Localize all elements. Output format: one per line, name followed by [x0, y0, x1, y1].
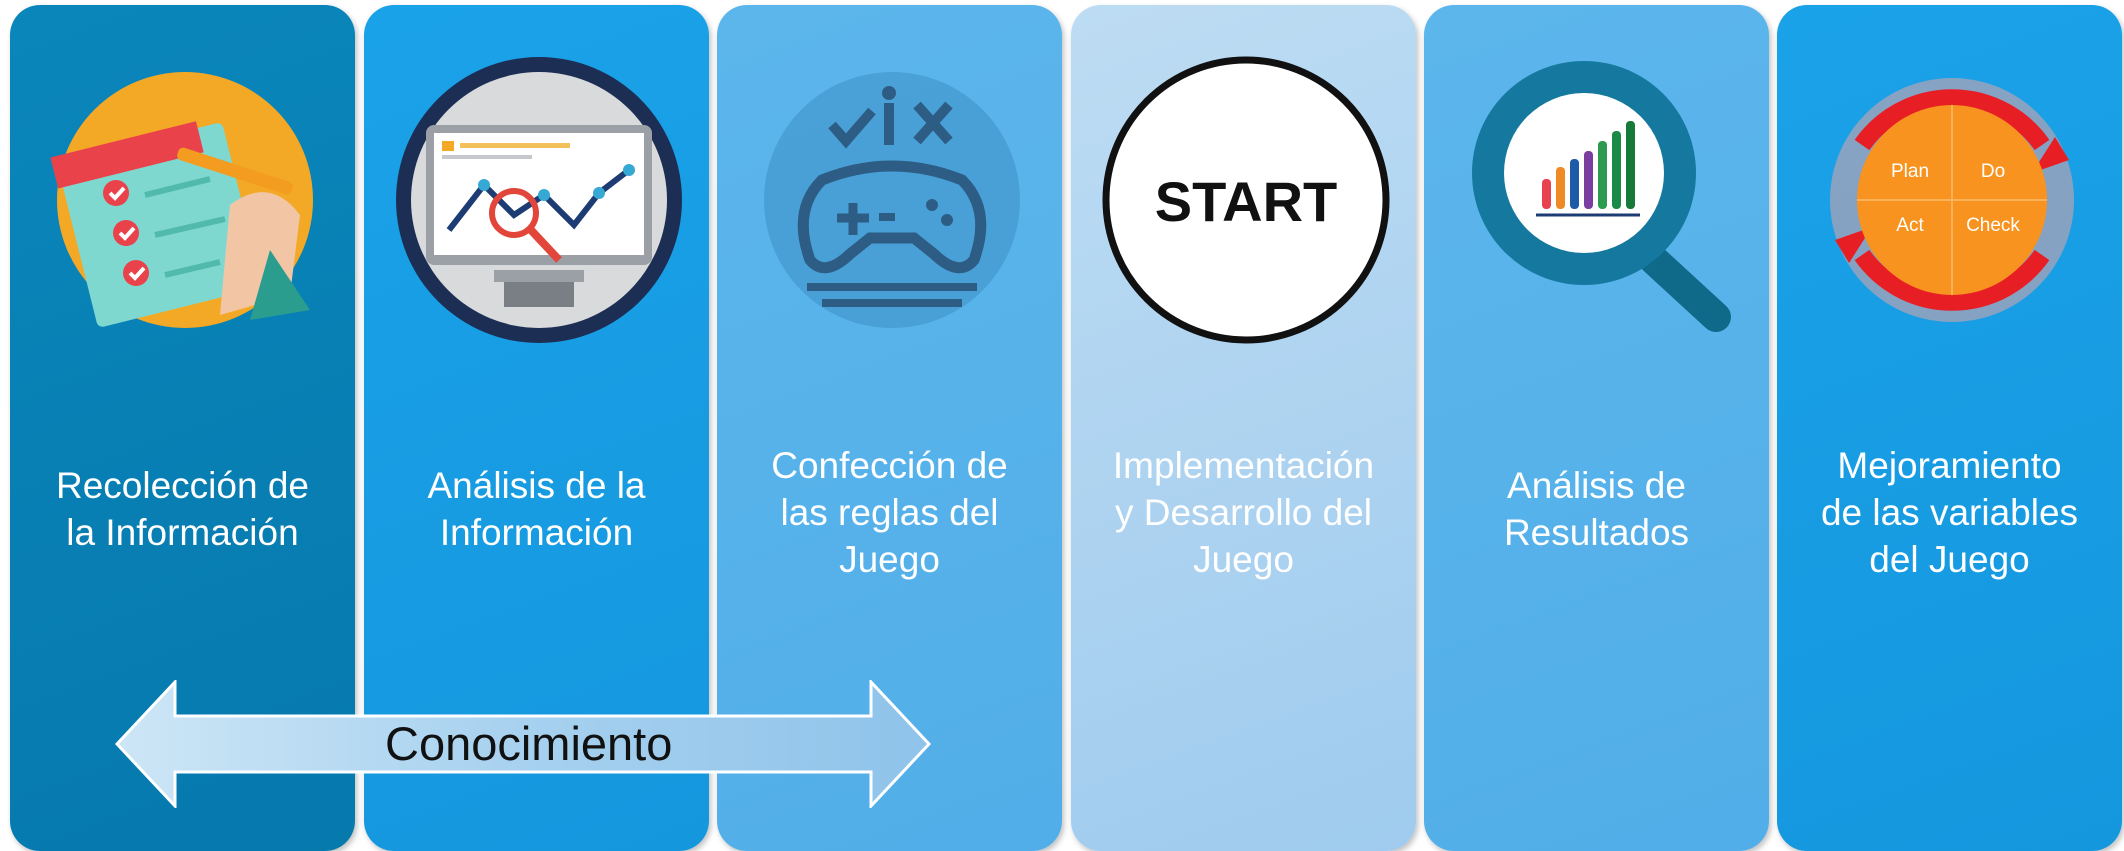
- step-label: Implementación y Desarrollo del Juego: [1112, 445, 1375, 580]
- step-panel-implementacion: START Implementación y Desarrollo del Ju…: [1071, 5, 1416, 851]
- analytics-monitor-icon: [394, 55, 684, 345]
- step-panel-analisis-resultados: Análisis de Resultados: [1424, 5, 1769, 851]
- knowledge-double-arrow: [115, 680, 931, 808]
- step-label: Recolección de la Información: [56, 465, 309, 553]
- pdca-plan: Plan: [1891, 161, 1929, 182]
- step-label: Confección de las reglas del Juego: [771, 445, 1008, 580]
- step-label: Mejoramiento de las variables del Juego: [1820, 445, 2079, 580]
- game-controller-icon: [747, 55, 1037, 345]
- magnifier-chart-icon: [1454, 55, 1744, 345]
- step-panel-recoleccion: Recolección de la Información: [10, 5, 355, 851]
- start-icon: START: [1101, 55, 1391, 345]
- step-label: Análisis de la Información: [427, 465, 646, 553]
- pdca-act: Act: [1896, 215, 1924, 236]
- pdca-do: Do: [1981, 161, 2005, 182]
- step-panel-mejoramiento: Plan Do Act Check Mejoramiento de las va…: [1777, 5, 2122, 851]
- step-label: Análisis de Resultados: [1503, 465, 1690, 553]
- checklist-icon: [40, 55, 330, 345]
- step-panel-analisis-informacion: Análisis de la Información: [364, 5, 709, 851]
- start-text: START: [1155, 170, 1338, 233]
- pdca-check: Check: [1966, 215, 2020, 236]
- knowledge-label: Conocimiento: [385, 717, 673, 770]
- pdca-cycle-icon: Plan Do Act Check: [1807, 55, 2097, 345]
